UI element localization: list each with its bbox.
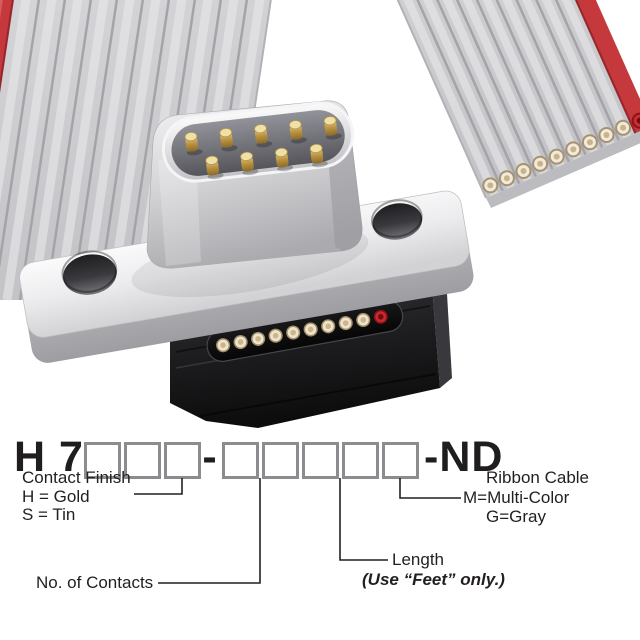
pn-box-ribbon-color [382, 442, 419, 479]
ribbon-cut-face [486, 131, 640, 208]
connector-photo [0, 0, 640, 428]
contact-finish-gold: H = Gold [22, 487, 90, 506]
pn-box-contacts-1 [222, 442, 259, 479]
mounting-hole-right [370, 199, 423, 240]
ribbon-cable-right [396, 0, 640, 208]
length-label: Length [392, 550, 444, 569]
pn-separator: - [202, 433, 218, 481]
red-stripe-right [574, 0, 640, 134]
mounting-hole-left [61, 250, 118, 295]
ribbon-cable-title: Ribbon Cable [486, 468, 590, 487]
length-note: (Use “Feet” only.) [362, 570, 505, 589]
red-stripe-left [0, 0, 14, 93]
ribbon-wire-ends [482, 112, 640, 194]
pn-box-contact-finish [164, 442, 201, 479]
callout-line-length [339, 478, 388, 561]
callout-line-ribbon [399, 478, 461, 499]
dsub-shell [146, 100, 363, 269]
ribbon-gray: G=Gray [486, 507, 546, 526]
pn-box-1 [84, 442, 121, 479]
callout-line-contacts [158, 478, 261, 584]
pn-box-length-1 [302, 442, 339, 479]
contact-finish-tin: S = Tin [22, 505, 76, 524]
part-number-suffix: -ND [424, 433, 504, 481]
ribbon-multicolor: M=Multi-Color [463, 488, 570, 507]
pn-box-length-2 [342, 442, 379, 479]
pn-box-2 [124, 442, 161, 479]
contact-pins [184, 116, 342, 180]
contact-finish-title: Contact Finish [22, 468, 131, 487]
callout-line-contact-finish [134, 478, 183, 495]
part-number-prefix: H 7 [14, 433, 84, 481]
pn-box-contacts-2 [262, 442, 299, 479]
contacts-label: No. of Contacts [36, 573, 154, 592]
